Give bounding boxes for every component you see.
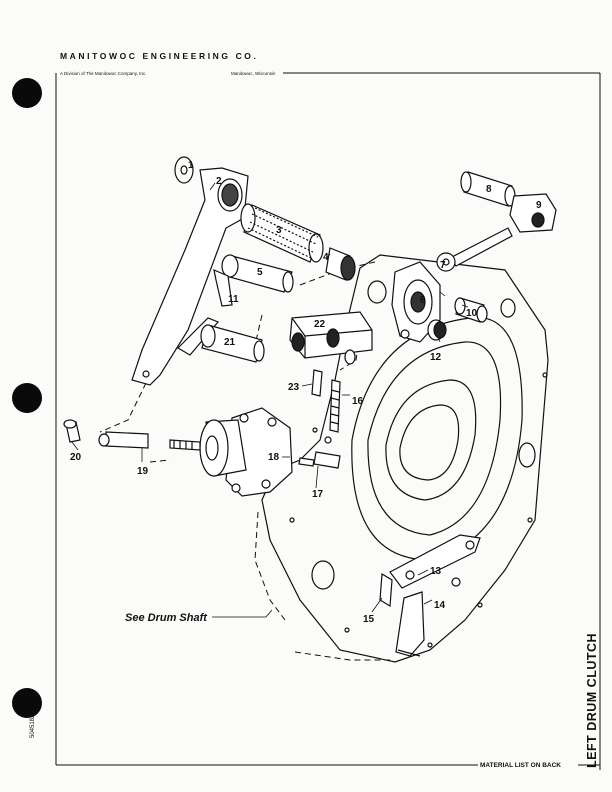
- part-11-bracket: [213, 268, 233, 307]
- callout-18: 18: [268, 452, 280, 463]
- part-19-rod-end: [98, 431, 201, 451]
- callout-2: 2: [216, 176, 222, 187]
- material-list-note: MATERIAL LIST ON BACK: [480, 762, 562, 769]
- callout-3: 3: [276, 225, 282, 236]
- part-2-lever: [131, 167, 249, 386]
- part-1-washer: [174, 156, 194, 184]
- callout-17: 17: [312, 489, 324, 500]
- part-5-pin: [221, 254, 294, 293]
- callout-14: 14: [434, 600, 446, 611]
- part-7-bolt: [436, 227, 513, 272]
- part-14-shoe: [395, 591, 425, 657]
- callout-1: 1: [188, 160, 194, 171]
- part-16-spring-rod: [329, 349, 356, 433]
- part-23-fitting: [311, 369, 323, 397]
- document-number: 5045182: [30, 714, 36, 738]
- location-line: Manitowoc, Wisconsin: [231, 71, 276, 76]
- company-name: MANITOWOC ENGINEERING CO.: [60, 51, 259, 61]
- binder-hole-middle: [12, 383, 42, 413]
- part-12-bushing: [427, 319, 447, 341]
- callout-5: 5: [257, 267, 263, 278]
- binder-hole-top: [12, 78, 42, 108]
- callout-20: 20: [70, 452, 82, 463]
- part-17-valve: [298, 436, 341, 469]
- part-10-pin: [454, 297, 488, 323]
- part-15-bracket: [379, 572, 393, 608]
- callout-9: 9: [536, 200, 542, 211]
- part-3-splined-shaft: [240, 203, 324, 263]
- binder-hole-bottom: [12, 688, 42, 718]
- callout-6: 6: [420, 295, 426, 306]
- leader-lines: [71, 182, 469, 618]
- part-22-block: [289, 311, 373, 359]
- part-9-block: [509, 193, 557, 233]
- callout-12: 12: [430, 352, 442, 363]
- part-18-cylinder: [199, 407, 293, 497]
- part-4-bushing: [325, 247, 356, 281]
- callout-4: 4: [323, 252, 329, 263]
- part-21-pin: [177, 317, 265, 363]
- division-line: A Division of The Manitowoc Company, Inc…: [60, 71, 147, 76]
- callout-8: 8: [486, 184, 492, 195]
- callout-23: 23: [288, 382, 300, 393]
- part-6-hub: [391, 261, 441, 343]
- part-20-pin: [63, 419, 81, 443]
- callout-22: 22: [314, 319, 326, 330]
- part-8-cylinder: [460, 171, 516, 207]
- callout-13: 13: [430, 566, 442, 577]
- see-drum-shaft-note: See Drum Shaft: [125, 612, 208, 624]
- callout-16: 16: [352, 396, 364, 407]
- callout-7: 7: [440, 260, 446, 271]
- callout-21: 21: [224, 337, 236, 348]
- callout-15: 15: [363, 614, 375, 625]
- callout-19: 19: [137, 466, 149, 477]
- page-frame: [55, 72, 601, 770]
- callout-11: 11: [228, 294, 239, 305]
- callout-10: 10: [466, 308, 478, 319]
- side-title: LEFT DRUM CLUTCH: [585, 632, 599, 768]
